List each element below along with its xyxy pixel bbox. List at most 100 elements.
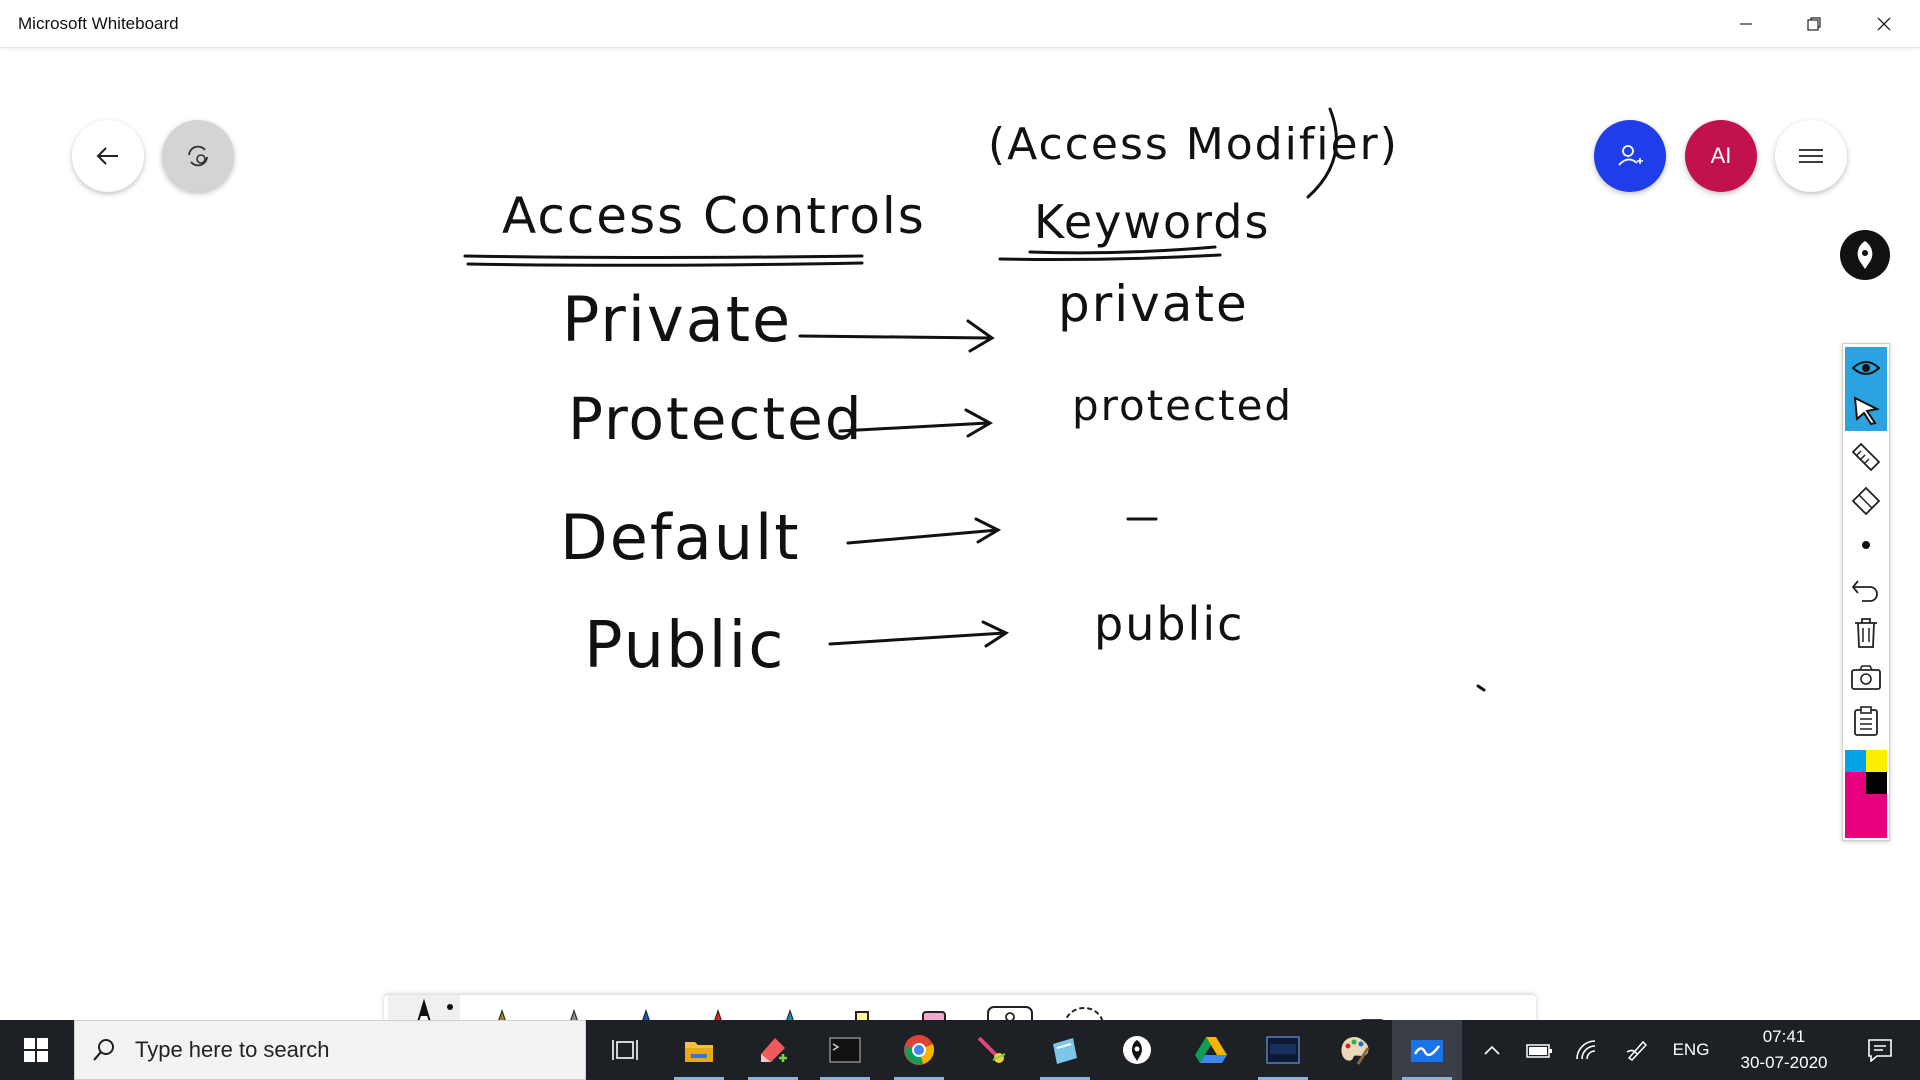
ruler-icon — [1851, 442, 1881, 472]
pen-mode-button[interactable] — [1840, 230, 1890, 280]
ink-heading-access-controls: Access Controls — [502, 187, 926, 245]
ink-private-label: Private — [562, 283, 793, 356]
color-magenta[interactable] — [1845, 772, 1866, 794]
camera-tool[interactable] — [1845, 656, 1887, 698]
trash-icon — [1855, 618, 1877, 648]
terminal-icon — [829, 1037, 861, 1063]
avatar[interactable]: AI — [1685, 120, 1757, 192]
file-explorer-app[interactable] — [664, 1020, 734, 1080]
running-indicator — [1258, 1077, 1308, 1080]
clock-time: 07:41 — [1762, 1027, 1806, 1046]
terminal-app[interactable] — [810, 1020, 880, 1080]
running-indicator — [1040, 1077, 1090, 1080]
search-placeholder: Type here to search — [135, 1037, 330, 1062]
color-cyan[interactable] — [1845, 750, 1866, 772]
restore-button[interactable] — [1780, 0, 1848, 48]
google-drive-icon — [1195, 1037, 1227, 1063]
add-person-icon — [1618, 145, 1643, 166]
drive-app[interactable] — [1176, 1020, 1246, 1080]
current-color-swatch[interactable] — [1845, 794, 1887, 838]
network-status[interactable] — [1566, 1020, 1608, 1080]
notes-icon — [1053, 1038, 1077, 1064]
invite-button[interactable] — [1594, 120, 1666, 192]
color-palette[interactable] — [1845, 750, 1887, 838]
snip-app[interactable] — [956, 1020, 1026, 1080]
dot-icon — [1862, 541, 1870, 549]
pen-app[interactable] — [1102, 1020, 1172, 1080]
wifi-icon — [1576, 1040, 1596, 1060]
back-button[interactable] — [72, 120, 144, 192]
ruler-tool[interactable] — [1845, 436, 1887, 478]
start-button[interactable] — [0, 1020, 72, 1080]
chevron-up-icon — [1484, 1045, 1500, 1055]
camera-icon — [1851, 665, 1881, 690]
ink-protected-keyword: protected — [1072, 381, 1294, 430]
clock-date: 30-07-2020 — [1740, 1053, 1828, 1072]
select-tool[interactable] — [1845, 389, 1887, 431]
taskbar-search[interactable]: Type here to search — [74, 1020, 586, 1080]
sync-icon — [188, 145, 208, 167]
eye-tool[interactable] — [1845, 347, 1887, 389]
running-indicator — [894, 1077, 944, 1080]
folder-icon — [685, 1042, 713, 1062]
battery-status[interactable] — [1518, 1020, 1560, 1080]
paint3d-app[interactable] — [738, 1020, 808, 1080]
side-toolbar — [1842, 343, 1890, 841]
window-title: Microsoft Whiteboard — [18, 14, 179, 33]
whiteboard-app[interactable] — [1392, 1020, 1462, 1080]
color-yellow[interactable] — [1866, 750, 1887, 772]
close-window-button[interactable] — [1850, 0, 1918, 48]
battery-icon — [1526, 1044, 1552, 1058]
title-bar: Microsoft Whiteboard — [0, 0, 1920, 48]
task-view-icon — [612, 1040, 638, 1060]
pen-nib-icon — [1857, 241, 1873, 269]
database-window-icon — [1266, 1036, 1300, 1064]
ink-protected-label: Protected — [568, 385, 864, 453]
paint-palette-app[interactable] — [1320, 1020, 1390, 1080]
sync-button[interactable] — [162, 120, 234, 192]
ink-strokes — [463, 107, 1486, 692]
color-black[interactable] — [1866, 772, 1887, 794]
minimize-button[interactable] — [1712, 0, 1780, 48]
undo-tool[interactable] — [1845, 568, 1887, 610]
undo-icon — [1851, 580, 1878, 602]
paint-icon — [761, 1038, 787, 1062]
notification-icon — [1868, 1039, 1892, 1062]
mysql-app[interactable] — [1248, 1020, 1318, 1080]
whiteboard-icon — [1411, 1040, 1443, 1062]
chrome-app[interactable] — [884, 1020, 954, 1080]
task-view-button[interactable] — [590, 1020, 660, 1080]
search-icon — [93, 1039, 114, 1061]
pen-workspace-icon — [1123, 1036, 1151, 1064]
arrow-left-icon — [96, 147, 118, 165]
ink-private-keyword: private — [1058, 275, 1249, 333]
language-indicator[interactable]: ENG — [1672, 1040, 1710, 1059]
taskbar: Type here to search — [0, 1020, 1920, 1080]
running-indicator — [1402, 1077, 1452, 1080]
show-hidden-icons-button[interactable] — [1472, 1020, 1512, 1080]
ink-public-keyword: public — [1094, 597, 1245, 651]
delete-tool[interactable] — [1845, 612, 1887, 654]
hamburger-icon — [1799, 149, 1823, 163]
clock[interactable]: 07:41 30-07-2020 — [1724, 1020, 1844, 1080]
pen-tray-icon — [1626, 1040, 1648, 1061]
paste-tool[interactable] — [1845, 700, 1887, 742]
select-arrow-icon — [1853, 396, 1881, 425]
pen-workspace-tray[interactable] — [1616, 1020, 1658, 1080]
chrome-icon — [904, 1035, 935, 1065]
eraser-icon — [1851, 486, 1881, 516]
running-indicator — [748, 1077, 798, 1080]
snip-icon — [977, 1036, 1006, 1063]
ink-heading-access-modifier: (Access Modifier) — [988, 119, 1399, 170]
menu-button[interactable] — [1775, 120, 1847, 192]
palette-icon — [1341, 1037, 1370, 1065]
ink-public-label: Public — [584, 609, 786, 683]
whiteboard-canvas[interactable]: Access Controls (Access Modifier) Keywor… — [0, 49, 1920, 1068]
clipboard-icon — [1854, 706, 1878, 736]
eraser-tool[interactable] — [1845, 480, 1887, 522]
dot-tool[interactable] — [1845, 524, 1887, 566]
ink-default-label: Default — [560, 501, 801, 574]
ink-heading-keywords: Keywords — [1034, 195, 1271, 249]
notifications-button[interactable] — [1850, 1020, 1910, 1080]
notes-app[interactable] — [1030, 1020, 1100, 1080]
